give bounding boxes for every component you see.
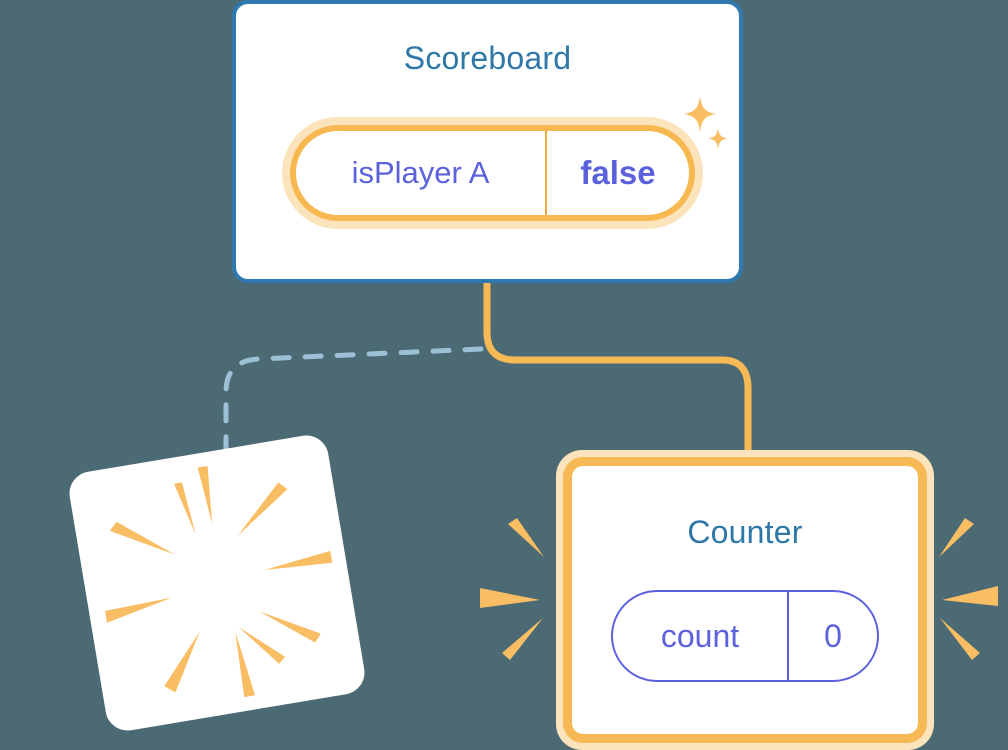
counter-card-inner: Counter count 0 [563, 457, 927, 743]
counter-state-key: count [613, 592, 789, 680]
sparkle-small-icon [708, 128, 728, 149]
scoreboard-card[interactable]: Scoreboard isPlayer A false [232, 0, 743, 283]
scoreboard-state-pill[interactable]: isPlayer A false [290, 125, 695, 221]
connector-solid-to-counter [483, 277, 752, 464]
counter-burst-rays-left-icon [480, 518, 544, 660]
burst-rays-icon [105, 465, 333, 698]
scoreboard-state-pill-glow: isPlayer A false [282, 117, 703, 229]
counter-burst-rays-right-icon [939, 518, 998, 660]
scoreboard-title: Scoreboard [403, 40, 572, 76]
sparkle-group [684, 96, 728, 149]
counter-state-pill[interactable]: count 0 [611, 590, 879, 682]
burst-card[interactable] [66, 432, 368, 734]
counter-card[interactable]: Counter count 0 [556, 450, 934, 750]
sparkle-large-icon [684, 96, 716, 132]
scoreboard-state-key: isPlayer A [296, 131, 547, 215]
scoreboard-state-value: false [580, 154, 656, 191]
counter-state-value: 0 [824, 617, 842, 654]
counter-title: Counter [687, 514, 803, 550]
